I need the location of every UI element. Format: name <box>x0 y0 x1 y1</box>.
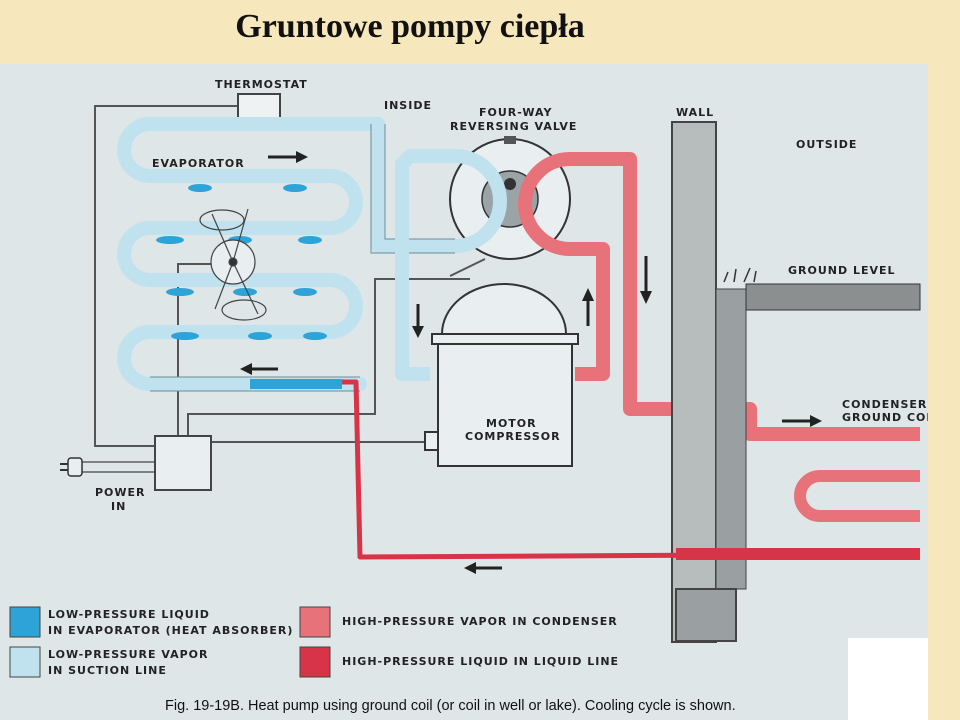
evaporator-arrow <box>268 151 308 163</box>
compressor-suction-line <box>395 149 507 381</box>
left-arrow-liquid <box>464 562 502 574</box>
down-arrow-outside <box>640 256 652 304</box>
power-label-2: IN <box>111 500 126 513</box>
legend-label-3: HIGH-PRESSURE LIQUID IN LIQUID LINE <box>342 655 619 668</box>
inside-label: INSIDE <box>384 99 432 112</box>
condenser-label-1: CONDENSER <box>842 398 927 411</box>
motor-compressor <box>424 283 579 467</box>
fan-icon <box>199 208 267 321</box>
slide-title: Gruntowe pompy ciepła <box>235 8 585 45</box>
ground-strip <box>745 283 921 311</box>
power-box <box>154 435 212 491</box>
condenser-label-2: GROUND COIL <box>842 411 928 424</box>
up-arrow-discharge <box>582 288 594 326</box>
wall-label: WALL <box>676 106 714 119</box>
outside-label: OUTSIDE <box>796 138 857 151</box>
legend: LOW-PRESSURE LIQUID IN EVAPORATOR (HEAT … <box>9 606 619 678</box>
power-plug-icon <box>60 457 155 477</box>
suction-line <box>371 124 455 253</box>
evaporator-label: EVAPORATOR <box>152 157 245 170</box>
right-arrow-condenser <box>782 415 822 427</box>
wall-base <box>675 588 737 642</box>
legend-label-0-line2: IN EVAPORATOR (HEAT ABSORBER) <box>48 624 293 637</box>
liquid-flow-arrow <box>240 363 278 375</box>
ground-coil-loop <box>794 470 920 522</box>
heat-pump-diagram: THERMOSTAT EVAPORATOR <box>0 64 928 720</box>
wall <box>671 121 717 643</box>
legend-label-0-line1: LOW-PRESSURE LIQUID <box>48 608 210 621</box>
legend-label-2: HIGH-PRESSURE VAPOR IN CONDENSER <box>342 615 618 628</box>
condenser-vapor-line <box>518 152 920 441</box>
figure-caption: Fig. 19-19B. Heat pump using ground coil… <box>165 698 736 714</box>
legend-swatch-0 <box>9 606 41 638</box>
down-arrow-suction <box>412 304 424 338</box>
valve-label-1: FOUR-WAY <box>479 106 552 119</box>
compressor-label-1: MOTOR <box>486 417 537 430</box>
blank-patch <box>848 638 928 720</box>
diagram-canvas: THERMOSTAT EVAPORATOR <box>9 78 928 714</box>
power-label-1: POWER <box>95 486 146 499</box>
thermostat-label: THERMOSTAT <box>215 78 308 91</box>
legend-swatch-2 <box>299 606 331 638</box>
ground-level-label: GROUND LEVEL <box>788 264 896 277</box>
legend-label-1-line2: IN SUCTION LINE <box>48 664 167 677</box>
legend-swatch-1 <box>9 646 41 678</box>
liquid-line <box>342 379 921 560</box>
valve-label-2: REVERSING VALVE <box>450 120 577 133</box>
evaporator-coil <box>117 117 385 391</box>
legend-label-1-line1: LOW-PRESSURE VAPOR <box>48 648 208 661</box>
compressor-label-2: COMPRESSOR <box>465 430 561 443</box>
legend-swatch-3 <box>299 646 331 678</box>
